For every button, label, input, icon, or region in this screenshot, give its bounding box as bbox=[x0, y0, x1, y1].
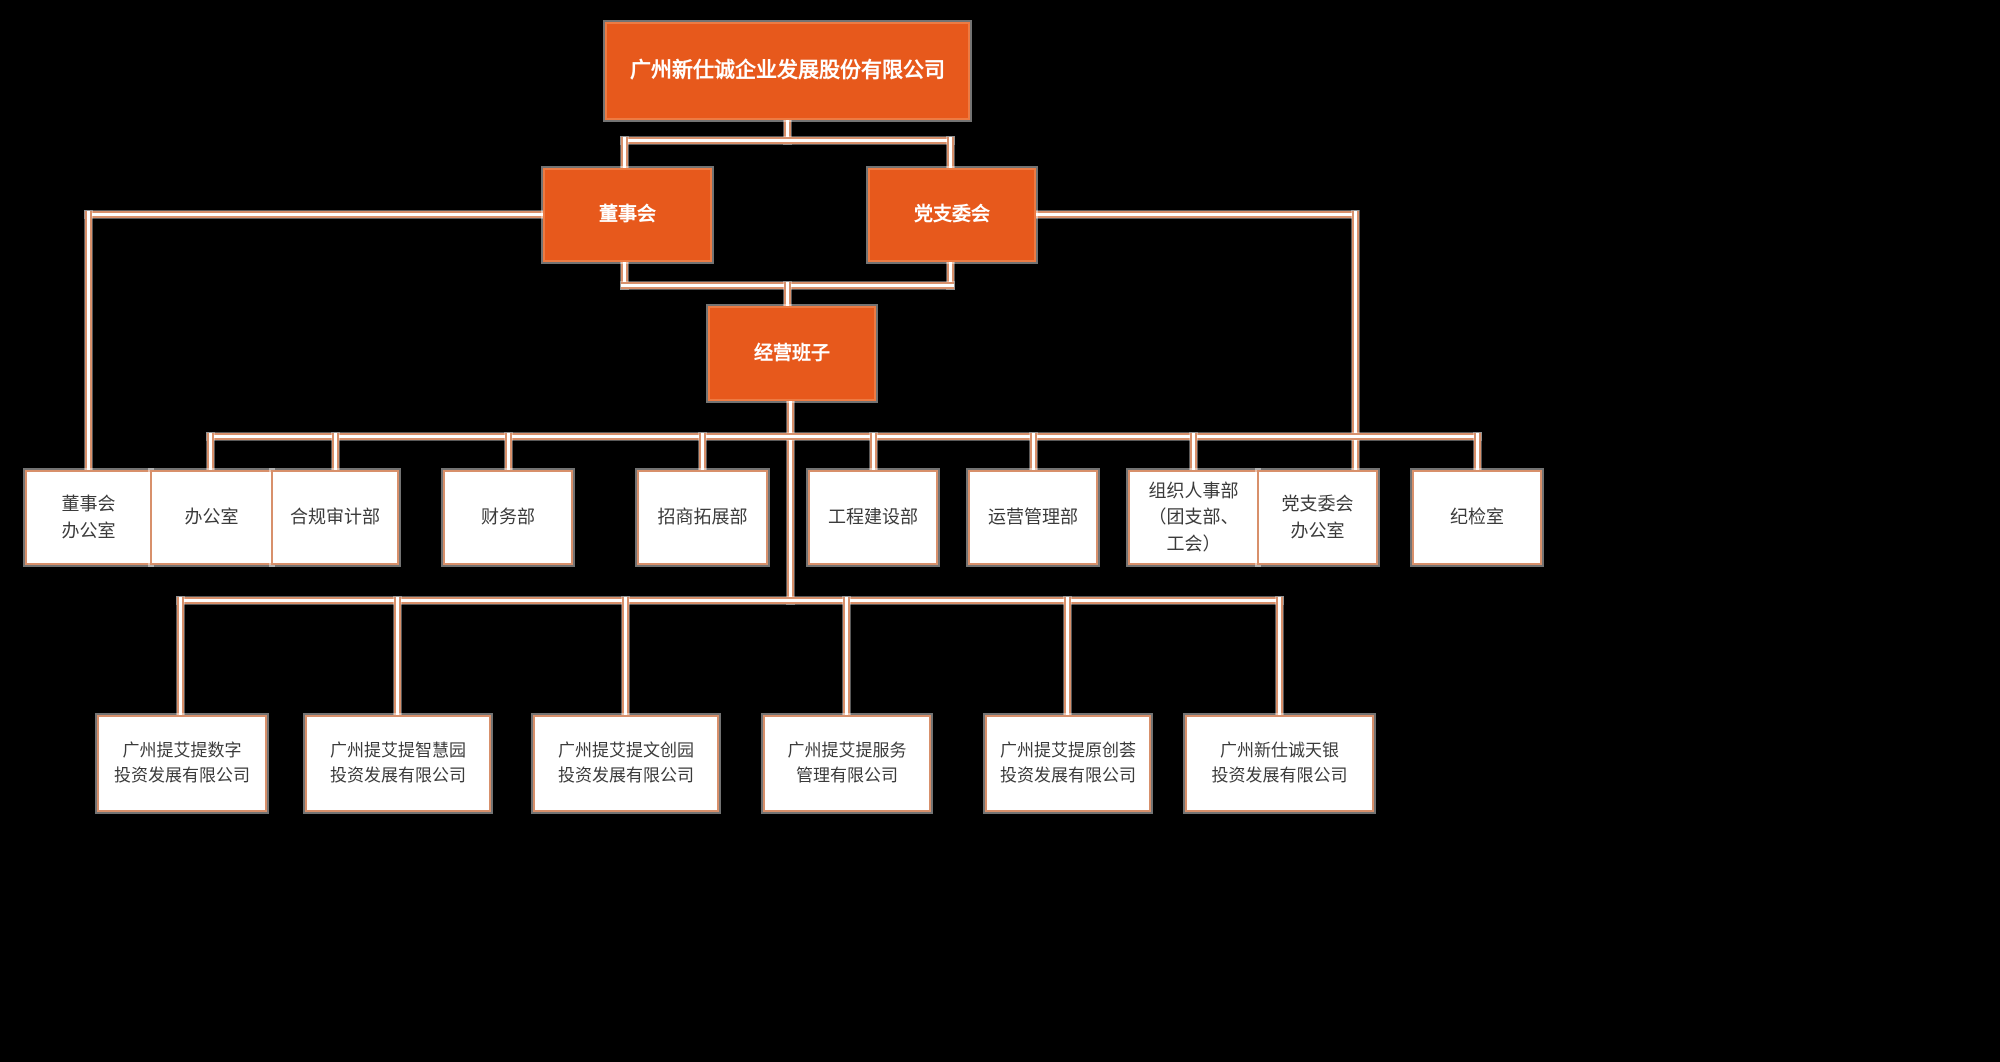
dept-general-office: 办公室 bbox=[150, 470, 273, 565]
connector-line bbox=[207, 433, 214, 470]
connector-line bbox=[947, 262, 954, 289]
node-party-branch-committee: 党支委会 bbox=[868, 168, 1036, 262]
connector-line bbox=[1064, 597, 1071, 715]
subsidiary-tit-smart-park: 广州提艾提智慧园 投资发展有限公司 bbox=[305, 715, 491, 812]
dept-party-committee-office: 党支委会 办公室 bbox=[1257, 470, 1378, 565]
connector-line bbox=[177, 597, 184, 715]
connector-line bbox=[85, 211, 92, 470]
connector-line bbox=[621, 137, 954, 144]
connector-line bbox=[394, 597, 401, 715]
connector-line bbox=[947, 137, 954, 168]
connector-line bbox=[787, 401, 794, 604]
dept-operations-management: 运营管理部 bbox=[968, 470, 1098, 565]
node-company-root: 广州新仕诚企业发展股份有限公司 bbox=[605, 22, 970, 120]
node-board-of-directors: 董事会 bbox=[543, 168, 712, 262]
dept-organization-personnel: 组织人事部 （团支部、 工会） bbox=[1128, 470, 1259, 565]
connector-line bbox=[1190, 433, 1197, 470]
connector-line bbox=[1474, 433, 1481, 470]
connector-line bbox=[699, 433, 706, 470]
connector-line bbox=[843, 597, 850, 715]
connector-line bbox=[784, 282, 791, 306]
dept-compliance-audit: 合规审计部 bbox=[271, 470, 399, 565]
subsidiary-tit-digital: 广州提艾提数字 投资发展有限公司 bbox=[97, 715, 267, 812]
connector-line bbox=[621, 262, 628, 289]
subsidiary-tit-original-hub: 广州提艾提原创荟 投资发展有限公司 bbox=[985, 715, 1151, 812]
dept-investment-promotion: 招商拓展部 bbox=[637, 470, 768, 565]
dept-discipline-inspection: 纪检室 bbox=[1412, 470, 1542, 565]
subsidiary-tit-services: 广州提艾提服务 管理有限公司 bbox=[763, 715, 931, 812]
connector-line bbox=[1036, 211, 1358, 218]
dept-board-office: 董事会 办公室 bbox=[25, 470, 152, 565]
connector-line bbox=[1352, 211, 1359, 470]
connector-line bbox=[870, 433, 877, 470]
connector-line bbox=[622, 597, 629, 715]
connector-line bbox=[505, 433, 512, 470]
subsidiary-xinshicheng-tianyin: 广州新仕诚天银 投资发展有限公司 bbox=[1185, 715, 1374, 812]
connector-line bbox=[207, 433, 1481, 440]
connector-line bbox=[784, 119, 791, 144]
connector-line bbox=[1030, 433, 1037, 470]
subsidiary-tit-cultural-park: 广州提艾提文创园 投资发展有限公司 bbox=[533, 715, 719, 812]
connector-line bbox=[85, 211, 543, 218]
dept-finance: 财务部 bbox=[443, 470, 573, 565]
node-management-team: 经营班子 bbox=[708, 306, 876, 401]
connector-line bbox=[621, 137, 628, 168]
connector-line bbox=[332, 433, 339, 470]
connector-line bbox=[177, 597, 1283, 604]
dept-engineering-construction: 工程建设部 bbox=[808, 470, 938, 565]
connector-line bbox=[1276, 597, 1283, 715]
